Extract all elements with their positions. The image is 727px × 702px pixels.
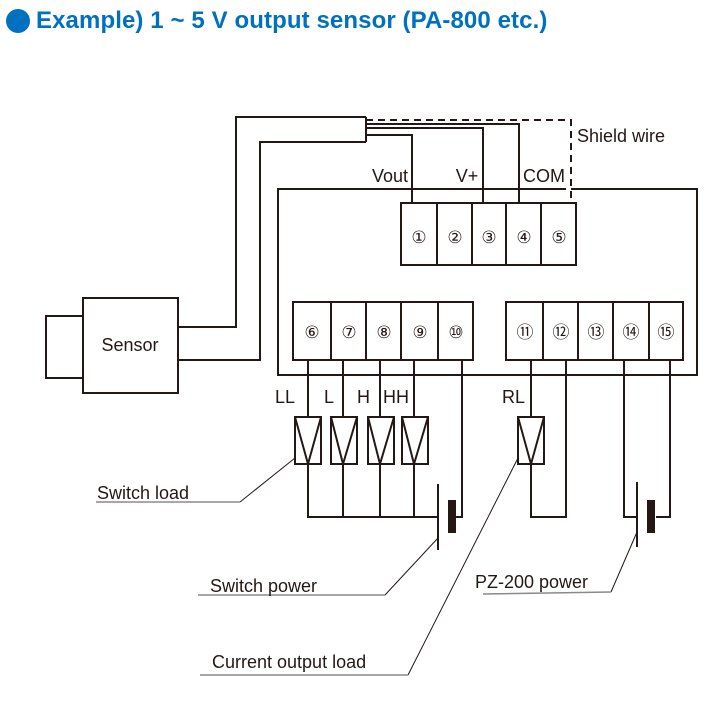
switch-load-h <box>367 416 395 468</box>
vplus-label: V+ <box>456 166 479 186</box>
terminal-14: ⑭ <box>623 323 640 343</box>
com-label: COM <box>523 166 565 186</box>
switch-load-label: Switch load <box>97 483 189 503</box>
terminal-block-bottom-right: ⑪ ⑫ ⑬ ⑭ ⑮ <box>505 301 684 361</box>
output-label-h: H <box>357 387 370 407</box>
output-label-ll: LL <box>275 387 295 407</box>
vout-wire <box>366 134 413 203</box>
terminal-4: ④ <box>516 228 531 248</box>
sensor: Sensor <box>45 297 179 394</box>
terminal-block-bottom-left: ⑥ ⑦ ⑧ ⑨ ⑩ <box>292 301 474 361</box>
switch-loads <box>294 416 429 468</box>
terminal-3: ③ <box>481 228 496 248</box>
output-label-hh: HH <box>383 387 409 407</box>
terminal-2: ② <box>447 228 462 248</box>
terminal-12: ⑫ <box>553 323 570 343</box>
switch-load-ll <box>294 416 322 468</box>
terminal-block-top: ① ② ③ ④ ⑤ <box>400 202 577 266</box>
shield-wire <box>366 119 572 203</box>
com-wire <box>366 123 520 203</box>
terminal-7: ⑦ <box>341 323 356 343</box>
sensor-connector-tab <box>45 315 84 379</box>
pz200-power-wires <box>623 360 671 518</box>
relay-label-rl: RL <box>502 387 525 407</box>
vout-label: Vout <box>372 166 408 186</box>
switch-load-l <box>330 416 358 468</box>
terminal-5: ⑤ <box>551 228 566 248</box>
sensor-cable <box>178 116 367 361</box>
terminal-6: ⑥ <box>304 323 319 343</box>
terminal-13: ⑬ <box>588 323 605 343</box>
terminal-15: ⑮ <box>658 323 675 343</box>
terminal-11: ⑪ <box>517 323 534 343</box>
terminal-1: ① <box>411 228 426 248</box>
unit-enclosure <box>277 188 698 376</box>
switch-power-label: Switch power <box>210 576 317 596</box>
switch-load-hh <box>401 416 429 468</box>
current-output-load-label: Current output load <box>212 652 366 672</box>
callout-switch-load: Switch load <box>96 457 296 503</box>
pz200-power-label: PZ-200 power <box>475 572 588 592</box>
bullet-circle-icon <box>6 9 30 33</box>
pz200-power-battery <box>636 482 655 547</box>
callout-pz200-power: PZ-200 power <box>475 531 638 595</box>
vplus-wire <box>366 127 484 203</box>
current-output-load-rl <box>517 416 545 468</box>
sensor-label: Sensor <box>101 335 158 355</box>
current-output-wires <box>530 360 567 518</box>
callout-current-output-load: Current output load <box>200 457 519 676</box>
title-text: Example) 1 ~ 5 V output sensor (PA-800 e… <box>36 7 548 34</box>
switch-power-battery <box>437 484 456 550</box>
output-label-l: L <box>324 387 334 407</box>
terminal-8: ⑧ <box>376 323 391 343</box>
terminal-9: ⑨ <box>412 323 427 343</box>
sensor-body <box>82 297 179 394</box>
terminal-10: ⑩ <box>448 323 463 343</box>
shield-wire-label: Shield wire <box>577 126 665 146</box>
callout-switch-power: Switch power <box>198 537 439 596</box>
page-title: Example) 1 ~ 5 V output sensor (PA-800 e… <box>6 4 547 38</box>
